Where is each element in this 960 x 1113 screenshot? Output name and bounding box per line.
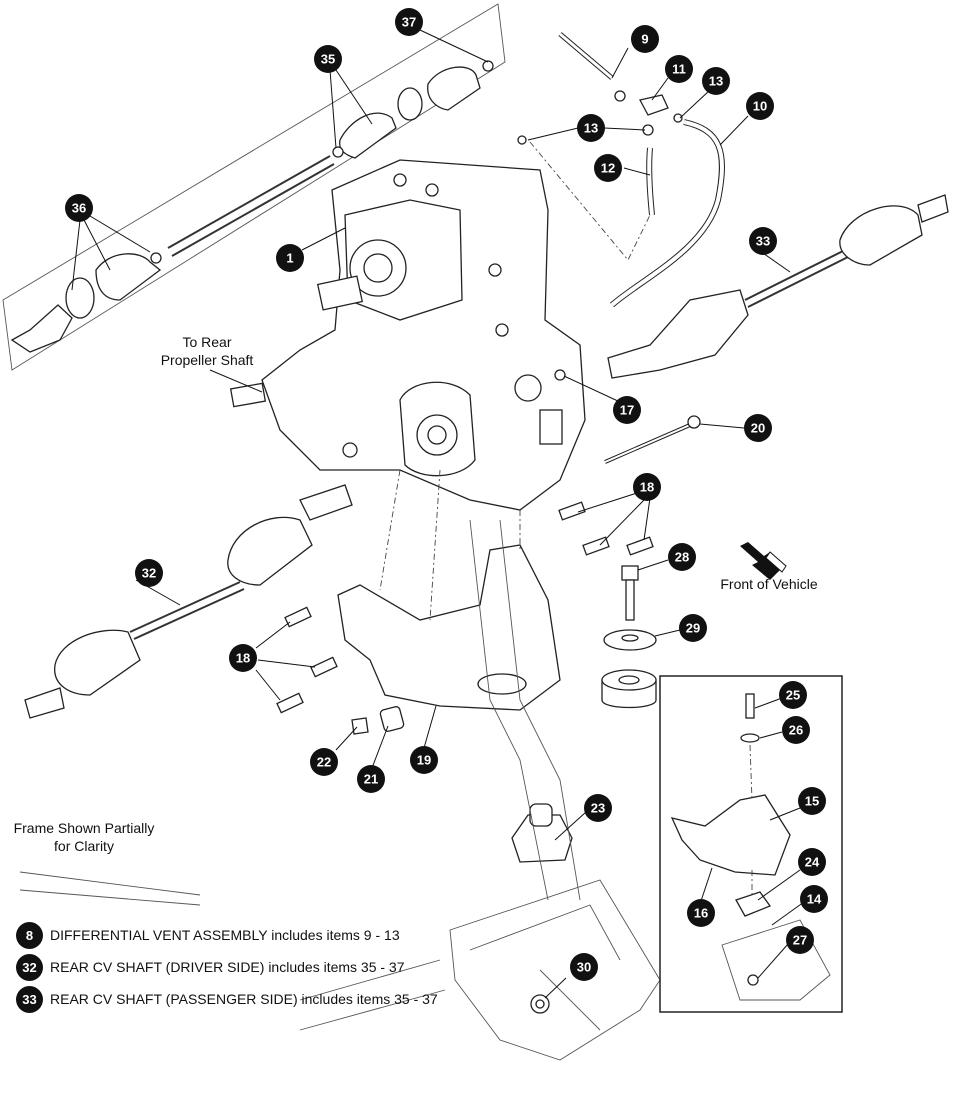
callout-number: 25 [786, 688, 800, 703]
mount-bracket [337, 469, 561, 711]
mount-bolts [276, 501, 654, 735]
callout-number: 17 [620, 403, 634, 418]
callout: 28 [668, 543, 696, 571]
legend-item: 8 DIFFERENTIAL VENT ASSEMBLY includes it… [16, 921, 400, 949]
callout-number: 1 [286, 251, 293, 266]
frame-note: for Clarity [54, 838, 114, 854]
callout-number: 18 [236, 651, 250, 666]
callout-number: 22 [317, 755, 331, 770]
callout: 18 [229, 644, 257, 672]
callout: 27 [786, 926, 814, 954]
callout-number: 32 [142, 566, 156, 581]
callout: 21 [357, 765, 385, 793]
vehicle-frame [19, 519, 661, 1061]
differential-housing [229, 159, 586, 511]
callout-number: 30 [577, 960, 591, 975]
vent-assembly [517, 32, 725, 308]
callout-number: 18 [640, 480, 654, 495]
callout: 23 [584, 794, 612, 822]
legend-item: 32 REAR CV SHAFT (DRIVER SIDE) includes … [16, 953, 405, 981]
callout: 20 [744, 414, 772, 442]
callout-number: 23 [591, 801, 605, 816]
callout: 26 [782, 716, 810, 744]
callout-number: 19 [417, 753, 431, 768]
callout: 10 [746, 92, 774, 120]
rear-shaft-label: Propeller Shaft [161, 352, 254, 368]
callout: 19 [410, 746, 438, 774]
callout: 24 [798, 848, 826, 876]
callout: 18 [633, 473, 661, 501]
callout-number: 37 [402, 15, 416, 30]
leader-lines [71, 29, 805, 999]
legend-text: REAR CV SHAFT (PASSENGER SIDE) includes … [50, 991, 438, 1007]
callout: 30 [570, 953, 598, 981]
callout-number: 12 [601, 161, 615, 176]
legend-item: 33 REAR CV SHAFT (PASSENGER SIDE) includ… [16, 985, 438, 1013]
callout-number: 13 [709, 74, 723, 89]
callout: 13 [702, 67, 730, 95]
callout-number: 13 [584, 121, 598, 136]
callout-number: 14 [807, 892, 822, 907]
callout-number: 16 [694, 906, 708, 921]
callout-number: 33 [756, 234, 770, 249]
callout-number: 21 [364, 772, 378, 787]
legend-number: 32 [16, 953, 43, 981]
front-arrow-icon [740, 542, 787, 580]
callout: 35 [314, 45, 342, 73]
driver-cv-shaft [24, 484, 353, 719]
callout: 32 [135, 559, 163, 587]
frame-note: Frame Shown Partially [14, 820, 155, 836]
legend-text: DIFFERENTIAL VENT ASSEMBLY includes item… [50, 927, 400, 943]
callout: 15 [798, 787, 826, 815]
callout-number: 9 [641, 32, 648, 47]
callout-number: 24 [805, 855, 820, 870]
passenger-cv-shaft [607, 194, 949, 379]
callout-number: 27 [793, 933, 807, 948]
callout: 13 [577, 114, 605, 142]
legend-number: 8 [16, 921, 43, 949]
callout: 12 [594, 154, 622, 182]
mount-stack [511, 565, 657, 863]
callout: 36 [65, 194, 93, 222]
callout: 9 [631, 25, 659, 53]
callout: 1 [276, 244, 304, 272]
callout: 11 [665, 55, 693, 83]
legend-text: REAR CV SHAFT (DRIVER SIDE) includes ite… [50, 959, 405, 975]
callout-number: 26 [789, 723, 803, 738]
callout-number: 36 [72, 201, 86, 216]
callout: 17 [613, 396, 641, 424]
callout-number: 10 [753, 99, 767, 114]
callout: 33 [749, 227, 777, 255]
callout: 22 [310, 748, 338, 776]
long-bolt [604, 415, 701, 464]
callout: 25 [779, 681, 807, 709]
callout-number: 28 [675, 550, 689, 565]
cv-shaft-exploded-box [2, 3, 506, 371]
callout: 16 [687, 899, 715, 927]
callout: 29 [679, 614, 707, 642]
legend-number: 33 [16, 985, 43, 1013]
callout-number: 20 [751, 421, 765, 436]
inset-detail-box [659, 675, 843, 1013]
front-of-vehicle-label: Front of Vehicle [720, 576, 817, 592]
callout: 37 [395, 8, 423, 36]
rear-shaft-label: To Rear [182, 334, 231, 350]
callout-number: 29 [686, 621, 700, 636]
callout: 14 [800, 885, 828, 913]
callout-number: 35 [321, 52, 335, 67]
callout-number: 15 [805, 794, 819, 809]
callout-number: 11 [672, 62, 686, 77]
